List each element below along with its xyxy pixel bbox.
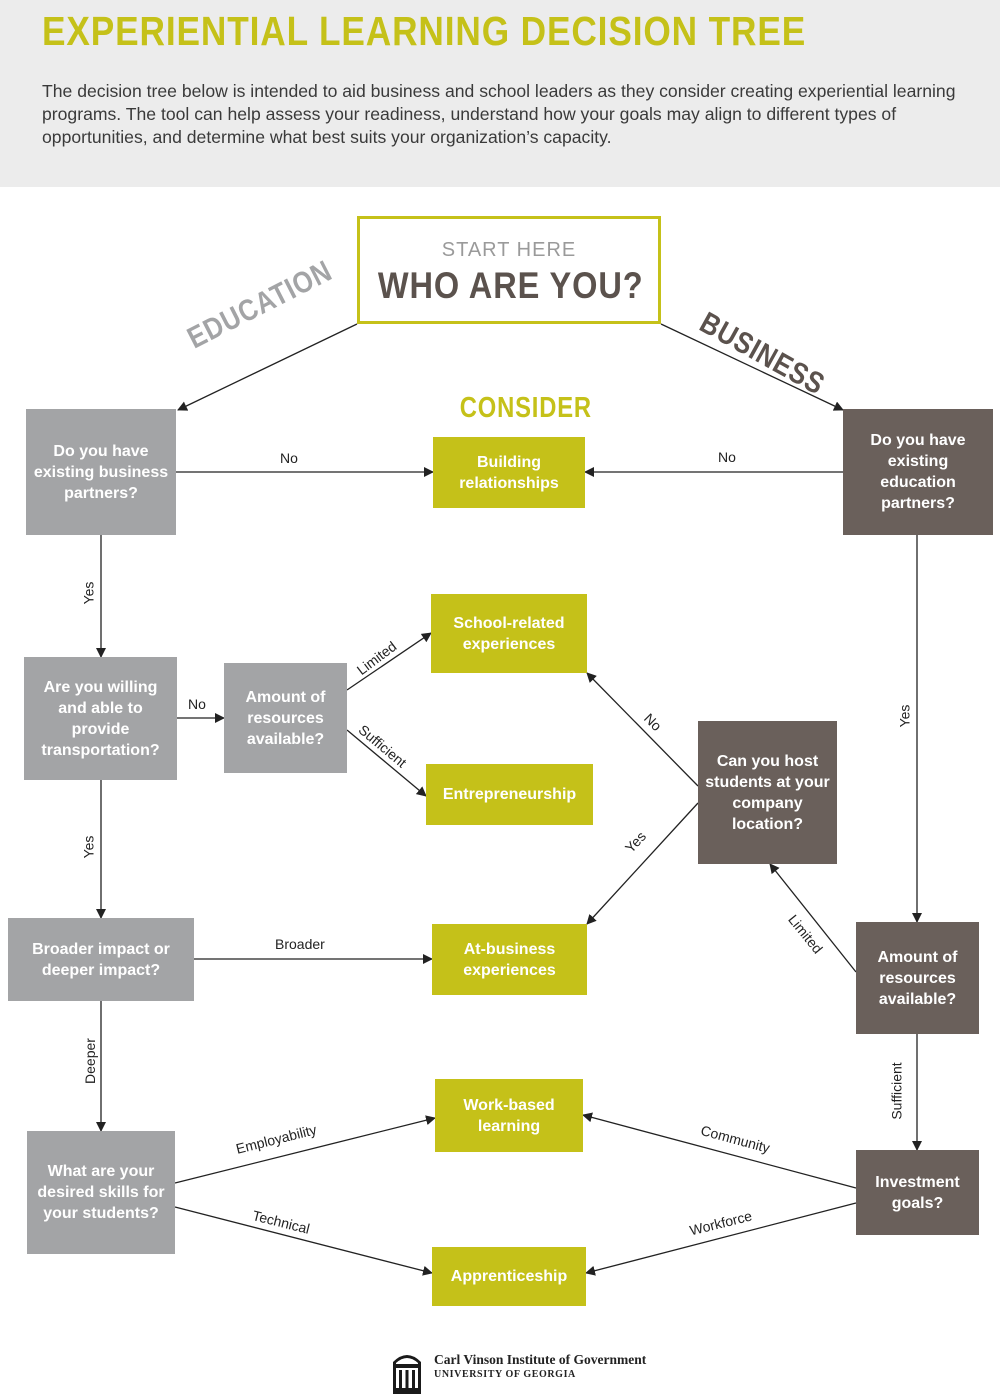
node-edu-partners: Do you have existing business partners?: [26, 409, 176, 535]
edge-employability-workbased: [174, 1115, 436, 1184]
outcome-entrepreneurship: Entrepreneurship: [426, 764, 593, 825]
arch-logo-icon: [390, 1348, 424, 1396]
consider-heading: CONSIDER: [459, 392, 592, 424]
node-edu-skills: What are your desired skills for your st…: [27, 1131, 175, 1254]
edge-sufficient-entrepreneurship: [346, 729, 427, 797]
label-edu-no2: No: [188, 696, 206, 712]
edge-limited-school: [346, 632, 432, 691]
node-bus-goals: Investment goals?: [856, 1150, 979, 1235]
node-bus-resources: Amount of resources available?: [856, 922, 979, 1034]
edge-host-yes-atbusiness: [586, 802, 699, 925]
edge-community-workbased: [582, 1112, 857, 1189]
label-broader: Broader: [275, 936, 325, 952]
node-edu-impact: Broader impact or deeper impact?: [8, 918, 194, 1001]
node-bus-host: Can you host students at your company lo…: [698, 721, 837, 864]
edge-workforce-apprenticeship: [585, 1202, 857, 1276]
outcome-apprenticeship: Apprenticeship: [432, 1247, 586, 1306]
node-edu-transport: Are you willing and able to provide tran…: [24, 657, 177, 780]
edge-start-business: [660, 323, 844, 411]
label-deeper: Deeper: [81, 1038, 98, 1084]
outcome-at-business: At-business experiences: [432, 924, 587, 995]
node-edu-resources: Amount of resources available?: [224, 663, 347, 773]
start-subtitle: START HERE: [441, 239, 577, 261]
footer: Carl Vinson Institute of Government UNIV…: [390, 1348, 690, 1396]
footer-university: UNIVERSITY OF GEORGIA: [434, 1369, 576, 1380]
label-edu-yes2: Yes: [80, 835, 97, 859]
footer-org-name: Carl Vinson Institute of Government: [434, 1352, 647, 1367]
edge-technical-apprenticeship: [174, 1206, 433, 1276]
label-bus-no: No: [718, 449, 736, 465]
page-title: EXPERIENTIAL LEARNING DECISION TREE: [42, 8, 807, 54]
label-edu-no: No: [280, 450, 298, 466]
start-box: START HERE WHO ARE YOU?: [357, 216, 661, 324]
edge-host-no-school: [586, 672, 699, 787]
header-band: EXPERIENTIAL LEARNING DECISION TREE The …: [0, 0, 1000, 187]
label-bus-sufficient: Sufficient: [888, 1062, 905, 1120]
intro-text: The decision tree below is intended to a…: [42, 81, 956, 147]
outcome-work-based: Work-based learning: [435, 1079, 583, 1152]
outcome-school-related: School-related experiences: [431, 594, 587, 673]
label-edu-yes1: Yes: [80, 581, 97, 605]
edge-limited-host: [769, 863, 857, 973]
outcome-building-relationships: Building relationships: [433, 437, 585, 508]
label-bus-yes1: Yes: [896, 704, 913, 728]
edge-start-education: [177, 323, 358, 411]
node-bus-partners: Do you have existing education partners?: [843, 409, 993, 535]
start-question: WHO ARE YOU?: [377, 265, 644, 306]
